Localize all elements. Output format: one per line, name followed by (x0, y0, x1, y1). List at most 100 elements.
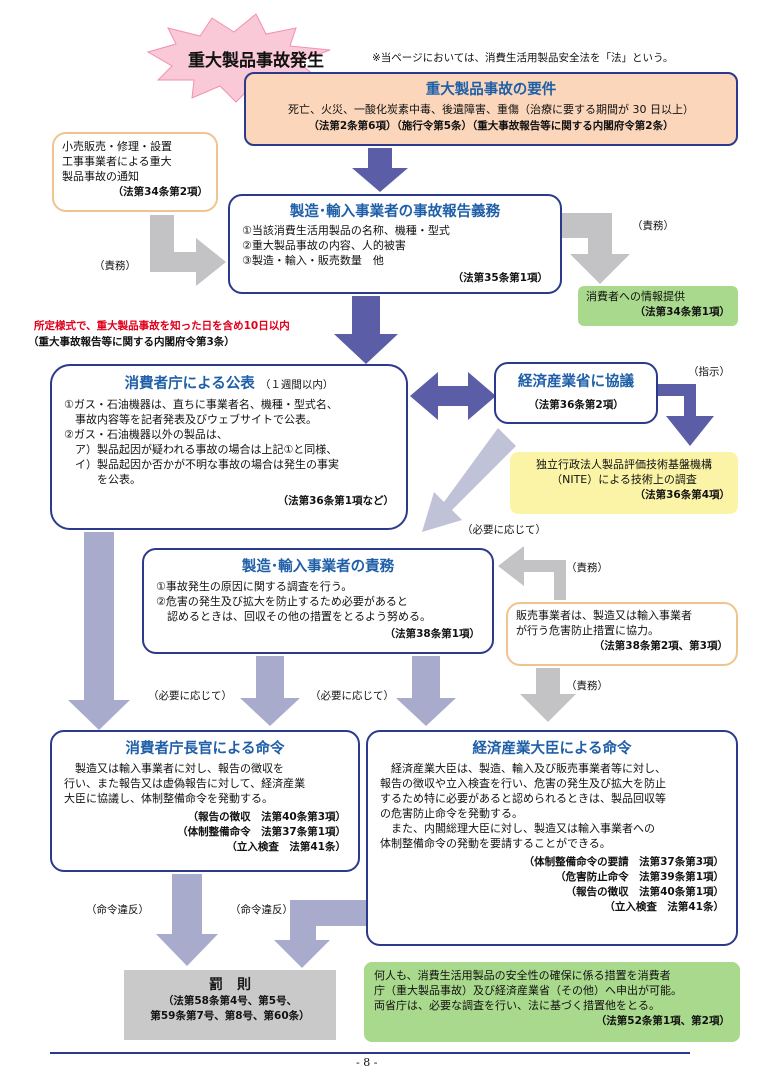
meti-order-line-1: 経済産業大臣は、製造、輸入及び販売事業者等に対し、 (380, 762, 666, 775)
caa-line-3: ②ガス・石油機器以外の製品は、 (64, 428, 228, 441)
anyone-line-3: 両省庁は、必要な調査を行い、法に基づく措置他をとる。 (374, 999, 660, 1012)
penalty-line1: （法第58条第4号、第5号、 (162, 995, 298, 1007)
caa-publication-box: 消費者庁による公表 （１週間以内） ①ガス・石油機器は、直ちに事業者名、機種・型… (50, 364, 408, 530)
label-sekimu-right: （責務） (632, 220, 674, 232)
label-hitsuyou-2: （必要に応じて） (148, 690, 232, 702)
meti-order-line-2: 報告の徴収や立入検査を行い、危害の発生及び拡大を防止 (380, 777, 666, 790)
anyone-line-2: 庁（重大製品事故）及び経済産業省（その他）へ申出が可能。 (374, 984, 682, 997)
retailer-line1: 小売販売・修理・設置 (62, 140, 172, 153)
penalty-line2: 第59条第7号、第8号、第60条） (150, 1010, 310, 1022)
anyone-box: 何人も、消費生活用製品の安全性の確保に係る措置を消費者 庁（重大製品事故）及び経… (364, 962, 740, 1042)
footer-rule (50, 1052, 690, 1054)
anyone-line-1: 何人も、消費生活用製品の安全性の確保に係る措置を消費者 (374, 969, 671, 982)
nite-line1: 独立行政法人製品評価技術基盤機構 (536, 458, 712, 471)
manufacturer-line-2: ②危害の発生及び拡大を防止するため必要があると (156, 595, 408, 608)
caa-order-ref-3: （立入検査 法第41条） (226, 841, 346, 853)
meti-order-ref-4: （立入検査 法第41条） (604, 901, 724, 913)
deadline-ref: （重大事故報告等に関する内閣府令第3条） (28, 336, 235, 348)
meti-order-ref-1: （体制整備命令の要請 法第37条第3項） (523, 856, 724, 868)
label-sekimu-low: （責務） (566, 680, 608, 692)
requirements-line1: 死亡、火災、一酸化炭素中毒、後遺障害、重傷（治療に要する期間が 30 日以上） (288, 103, 694, 116)
meti-order-line-4: の危害防止命令を発動する。 (380, 807, 523, 820)
meti-consult-title: 経済産業省に協議 (518, 374, 634, 390)
retailer-line3: 製品事故の通知 (62, 170, 139, 183)
arrow-manufacturer-to-caa-order (240, 656, 300, 726)
caa-line-2: 事故内容等を記者発表及びウェブサイトで公表。 (64, 413, 317, 426)
meti-order-line-3: するため特に必要があると認められるときは、製品回収等 (380, 792, 666, 805)
meti-order-box: 経済産業大臣による命令 経済産業大臣は、製造、輸入及び販売事業者等に対し、 報告… (366, 730, 738, 946)
arrow-meti-order-to-penalty (274, 900, 366, 968)
retailer-notice-box: 小売販売・修理・設置 工事事業者による重大 製品事故の通知 （法第34条第2項） (52, 132, 218, 212)
seller-duty-box: 販売事業者は、製造又は輸入事業者 が行う危害防止措置に協力。 （法第38条第2項… (506, 602, 738, 666)
arrow-retailer-to-report (150, 215, 226, 286)
manufacturer-line-1: ①事故発生の原因に関する調査を行う。 (156, 580, 353, 593)
label-sekimu-left: （責務） (94, 260, 136, 272)
double-arrow-caa-meti (410, 372, 496, 420)
consumer-info-text: 消費者への情報提供 (586, 290, 685, 303)
meti-consult-ref: （法第36条第2項） (528, 399, 624, 411)
caa-order-box: 消費者庁長官による命令 製造又は輸入事業者に対し、報告の徴収を 行い、また報告又… (50, 730, 360, 872)
caa-publication-ref: （法第36条第1項など） (277, 495, 394, 507)
page-number: - 8 - (356, 1056, 378, 1069)
arrow-seller-to-manufacturer (498, 546, 566, 600)
arrow-manufacturer-to-meti-order (396, 656, 456, 726)
nite-ref: （法第36条第4項） (634, 489, 730, 501)
requirements-title: 重大製品事故の要件 (425, 82, 557, 98)
caa-order-ref-1: （報告の徴収 法第40条第3項） (187, 811, 346, 823)
burst-title: 重大製品事故発生 (188, 51, 324, 71)
law-abbrev-note: ※当ページにおいては、消費生活用製品安全法を「法」という。 (372, 52, 674, 64)
manufacturer-duty-ref: （法第38条第1項） (384, 628, 480, 640)
meti-order-line-6: 体制整備命令の発動を要請することができる。 (380, 837, 611, 850)
manufacturer-duty-box: 製造･輸入事業者の責務 ①事故発生の原因に関する調査を行う。 ②危害の発生及び拡… (142, 548, 494, 654)
arrow-req-to-report (352, 148, 408, 192)
caa-order-line-2: 行い、また報告又は虚偽報告に対して、経済産業 (64, 777, 306, 790)
retailer-line2: 工事事業者による重大 (62, 155, 172, 168)
nite-box: 独立行政法人製品評価技術基盤機構 （NITE）による技術上の調査 （法第36条第… (510, 452, 738, 514)
report-duty-ref: （法第35条第1項） (452, 272, 548, 284)
report-item-3: ③製造・輸入・販売数量 他 (242, 254, 384, 267)
arrow-seller-to-meti-order (520, 668, 576, 722)
meti-order-ref-2: （危害防止命令 法第39条第1項） (555, 871, 724, 883)
penalty-box: 罰 則 （法第58条第4号、第5号、 第59条第7号、第8号、第60条） (124, 970, 336, 1040)
arrow-caa-order-to-penalty (156, 874, 218, 966)
arrow-report-to-caa (334, 296, 398, 364)
nite-line2: （NITE）による技術上の調査 (551, 473, 697, 486)
caa-order-line-3: 大臣に協議し、体制整備命令を発動する。 (64, 792, 273, 805)
label-sekimu-mid: （責務） (566, 562, 608, 574)
requirements-line2: （法第2条第6項）（施行令第5条）（重大事故報告等に関する内閣府令第2条） (308, 120, 674, 132)
requirements-box: 重大製品事故の要件 死亡、火災、一酸化炭素中毒、後遺障害、重傷（治療に要する期間… (244, 72, 738, 146)
label-hitsuyou-3: （必要に応じて） (310, 690, 394, 702)
report-item-1: ①当該消費生活用製品の名称、機種・型式 (242, 224, 450, 237)
caa-order-line-1: 製造又は輸入事業者に対し、報告の徴収を (64, 762, 284, 775)
consumer-info-box: 消費者への情報提供 （法第34条第1項） (578, 286, 738, 326)
report-item-2: ②重大製品事故の内容、人的被害 (242, 239, 406, 252)
meti-order-title: 経済産業大臣による命令 (472, 741, 632, 757)
label-violation-2: （命令違反） (230, 904, 293, 916)
anyone-ref: （法第52条第1項、第2項） (595, 1015, 730, 1027)
manufacturer-line-3: 認めるときは、回収その他の措置をとるよう努める。 (156, 610, 431, 623)
seller-ref: （法第38条第2項、第3項） (593, 640, 728, 652)
caa-publication-title: 消費者庁による公表 (124, 376, 255, 392)
arrow-meti-to-manufacturer (422, 428, 516, 532)
report-duty-title: 製造･輸入事業者の事故報告義務 (289, 204, 501, 220)
caa-order-title: 消費者庁長官による命令 (125, 741, 285, 757)
report-duty-box: 製造･輸入事業者の事故報告義務 ①当該消費生活用製品の名称、機種・型式 ②重大製… (228, 194, 562, 294)
arrow-report-to-consumer (562, 213, 630, 284)
seller-line1: 販売事業者は、製造又は輸入事業者 (516, 609, 692, 622)
arrow-caa-to-caa-order (68, 532, 130, 730)
label-violation-1: （命令違反） (86, 904, 149, 916)
arrow-meti-to-nite (640, 384, 714, 446)
seller-line2: が行う危害防止措置に協力。 (516, 624, 659, 637)
label-shiji: （指示） (688, 366, 730, 378)
caa-publication-note: （１週間以内） (259, 379, 334, 391)
label-hitsuyou-1: （必要に応じて） (462, 524, 546, 536)
caa-line-5: イ）製品起因か否かが不明な事故の場合は発生の事実 (64, 458, 339, 471)
caa-line-6: を公表。 (64, 473, 141, 486)
caa-line-4: ア）製品起因が疑われる事故の場合は上記①と同様、 (64, 443, 338, 456)
manufacturer-duty-title: 製造･輸入事業者の責務 (241, 559, 395, 575)
caa-line-1: ①ガス・石油機器は、直ちに事業者名、機種・型式名、 (64, 398, 338, 411)
caa-order-ref-2: （体制整備命令 法第37条第1項） (177, 826, 346, 838)
starburst-shape (146, 13, 331, 103)
meti-order-line-5: また、内閣総理大臣に対し、製造又は輸入事業者への (380, 822, 655, 835)
